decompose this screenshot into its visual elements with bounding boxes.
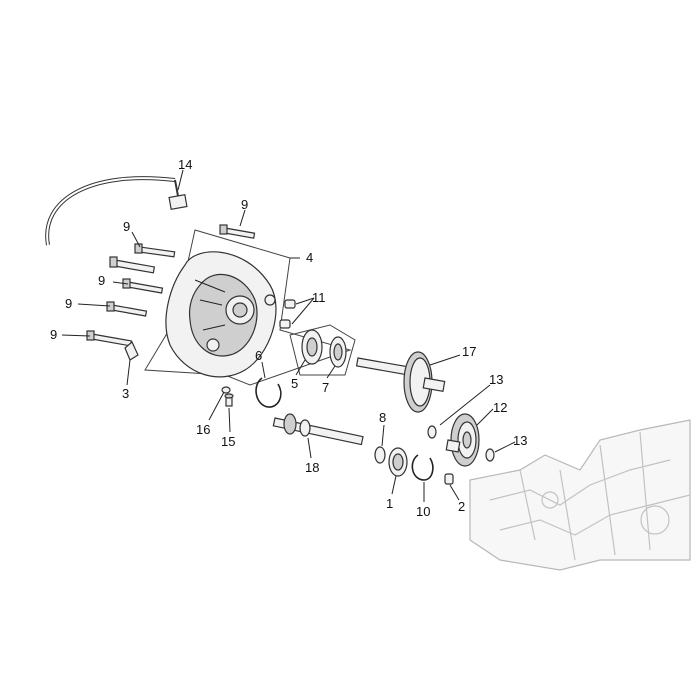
clip — [124, 341, 139, 361]
bolt — [86, 330, 133, 347]
callout-14: 14 — [178, 157, 192, 172]
callout-7: 7 — [322, 380, 329, 395]
bolt — [106, 301, 148, 317]
screw-and-washer — [221, 386, 234, 407]
callout-17: 17 — [462, 344, 476, 359]
primary-shaft — [272, 413, 364, 446]
callout-9: 9 — [50, 327, 57, 342]
bolt — [219, 224, 256, 239]
bolt — [122, 278, 164, 294]
cover-group-outline — [144, 229, 352, 386]
callout-4: 4 — [306, 250, 313, 265]
callout-13: 13 — [489, 372, 503, 387]
callout-8: 8 — [379, 410, 386, 425]
callout-9: 9 — [65, 296, 72, 311]
callout-labels: 14 9 9 9 9 9 4 11 17 6 5 7 3 13 12 13 8 … — [50, 157, 527, 519]
crankcase-background — [469, 419, 691, 571]
transmission-cover — [165, 251, 277, 378]
callout-2: 2 — [458, 499, 465, 514]
dowel-pins — [279, 299, 296, 329]
leader-lines — [61, 169, 516, 502]
callout-16: 16 — [196, 422, 210, 437]
bolt — [134, 243, 176, 258]
callout-5: 5 — [291, 376, 298, 391]
callout-9: 9 — [98, 273, 105, 288]
callout-3: 3 — [122, 386, 129, 401]
callout-18: 18 — [305, 460, 319, 475]
thrust-washer — [427, 425, 437, 439]
bolt-set — [86, 224, 256, 347]
secondary-shaft — [355, 351, 446, 413]
callout-9: 9 — [241, 197, 248, 212]
wire-harness — [45, 176, 188, 246]
callout-12: 12 — [493, 400, 507, 415]
callout-1: 1 — [386, 496, 393, 511]
callout-9: 9 — [123, 219, 130, 234]
bearing-and-seal — [289, 324, 356, 376]
intermediate-gear — [445, 413, 480, 467]
callout-10: 10 — [416, 504, 430, 519]
bearing-circlip — [411, 454, 434, 481]
shaft-bearing — [388, 447, 408, 477]
shim-washer — [374, 446, 386, 464]
thrust-washer — [485, 448, 495, 462]
callout-15: 15 — [221, 434, 235, 449]
locating-pin — [444, 473, 454, 485]
callout-13: 13 — [513, 433, 527, 448]
callout-11: 11 — [312, 290, 326, 305]
callout-6: 6 — [255, 348, 262, 363]
bolt — [109, 256, 156, 274]
circlip — [255, 377, 282, 408]
